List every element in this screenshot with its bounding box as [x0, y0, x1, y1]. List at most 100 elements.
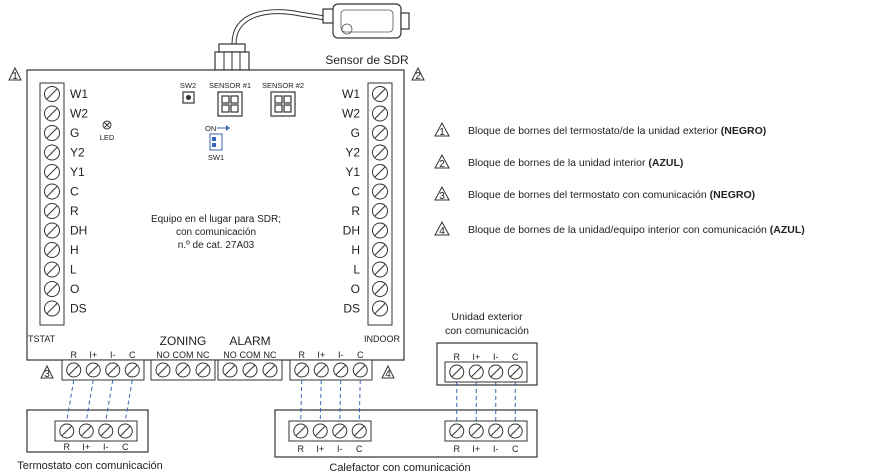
- legend-description: Bloque de bornes del termostato/de la un…: [468, 125, 721, 137]
- board-note-line-3: n.º de cat. 27A03: [178, 240, 255, 251]
- svg-text:2: 2: [415, 71, 421, 82]
- furnace-right-r: R: [454, 444, 461, 454]
- sw1-toggle-2: [212, 143, 216, 147]
- furnace-left-r: R: [298, 444, 305, 454]
- outdoor-iminus: I-: [493, 352, 499, 362]
- legend-description: Bloque de bornes de la unidad interior: [468, 157, 648, 169]
- indoor-terminal-g: G: [351, 126, 360, 140]
- tstat-terminal-l: L: [70, 263, 77, 277]
- screw-terminal-icon: [44, 144, 60, 161]
- screw-terminal-icon: [333, 362, 349, 378]
- screw-terminal-icon: [332, 423, 348, 439]
- furnace-left-iminus: I-: [337, 444, 343, 454]
- thermostat-label: Termostato con comunicación: [17, 460, 163, 472]
- sw1-label: SW1: [208, 153, 224, 162]
- indoor-screws: [372, 86, 388, 317]
- sw2-button-dot: [186, 95, 191, 100]
- screw-terminal-icon: [44, 300, 60, 317]
- tstat-terminal-y1: Y1: [70, 165, 85, 179]
- tstat-label: TSTAT: [28, 334, 56, 344]
- screw-terminal-icon: [372, 203, 388, 219]
- screw-terminal-icon: [372, 164, 388, 180]
- tstat-terminal-w2: W2: [70, 107, 88, 121]
- board-note-line-1: Equipo en el lugar para SDR;: [151, 214, 281, 225]
- legend-description: Bloque de bornes de la unidad/equipo int…: [468, 224, 770, 236]
- tstat-comm-iminus: I-: [110, 350, 116, 360]
- screw-terminal-icon: [507, 364, 523, 380]
- screw-terminal-icon: [507, 423, 523, 439]
- sdr-sensor: Sensor de SDR: [231, 3, 410, 67]
- tstat-comm-c: C: [129, 350, 136, 360]
- tstat-comm-iplus: I+: [89, 350, 97, 360]
- legend-text: Bloque de bornes del termostato/de la un…: [468, 125, 766, 137]
- outdoor-unit-label-2: con comunicación: [445, 325, 529, 337]
- screw-terminal-icon: [78, 423, 94, 439]
- svg-text:1: 1: [12, 71, 18, 82]
- screw-terminal-icon: [372, 125, 388, 141]
- sensor-cable-2: [235, 13, 326, 45]
- screw-terminal-icon: [44, 222, 60, 239]
- legend-text: Bloque de bornes de la unidad/equipo int…: [468, 224, 805, 236]
- screw-terminal-icon: [372, 86, 388, 102]
- screw-terminal-icon: [351, 423, 367, 439]
- indoor-comm-r: R: [299, 350, 306, 360]
- tstat-comm-r: R: [71, 350, 78, 360]
- indoor-comm-c: C: [357, 350, 364, 360]
- indoor-comm-iplus: I+: [317, 350, 325, 360]
- marker-1: 1: [8, 66, 22, 82]
- furnace-label: Calefactor con comunicación: [329, 462, 470, 474]
- screw-terminal-icon: [117, 423, 133, 439]
- screw-terminal-icon: [195, 362, 211, 378]
- tstat-screws: [44, 86, 60, 317]
- legend-text: Bloque de bornes de la unidad interior (…: [468, 157, 683, 169]
- tstat-terminal-r: R: [70, 204, 79, 218]
- screw-terminal-icon: [372, 144, 388, 161]
- marker-2: 2: [411, 66, 425, 82]
- tstat-terminal-c: C: [70, 185, 79, 199]
- outdoor-iplus: I+: [472, 352, 480, 362]
- sensor2-label: SENSOR #2: [262, 81, 304, 90]
- screw-terminal-icon: [44, 203, 60, 219]
- furnace-left-iplus: I+: [316, 444, 324, 454]
- indoor-terminal-y1: Y1: [345, 165, 360, 179]
- screw-terminal-icon: [372, 183, 388, 200]
- sensor-cable: [231, 9, 326, 45]
- legend-text: Bloque de bornes del termostato con comu…: [468, 189, 755, 201]
- triangle-marker-icon: [434, 153, 450, 169]
- screw-terminal-icon: [372, 242, 388, 258]
- thermostat-iminus: I-: [103, 442, 109, 452]
- thermostat-comm-strip: [61, 359, 145, 381]
- screw-terminal-icon: [98, 423, 114, 439]
- sensor-window: [340, 9, 394, 33]
- screw-terminal-icon: [468, 364, 484, 380]
- legend-marker-number: 4: [439, 226, 445, 237]
- legend-item-1: 1 Bloque de bornes del termostato/de la u…: [434, 121, 766, 138]
- triangle-marker-icon: [434, 121, 450, 137]
- furnace-right-iminus: I-: [493, 444, 499, 454]
- marker-3: 3: [40, 364, 54, 380]
- furnace-right-iplus: I+: [472, 444, 480, 454]
- legend-marker-number: 1: [439, 127, 445, 138]
- screw-terminal-icon: [66, 362, 82, 378]
- board-note-line-2: con comunicación: [176, 227, 256, 238]
- sensor-connector: [214, 43, 250, 71]
- tstat-terminal-h: H: [70, 243, 79, 257]
- zoning-com: COM: [173, 350, 194, 360]
- thermostat-r: R: [64, 442, 71, 452]
- arrow-right-icon: [217, 125, 230, 131]
- alarm-title: ALARM: [229, 334, 270, 348]
- screw-terminal-icon: [44, 86, 60, 102]
- sensor-body: [332, 3, 402, 39]
- screw-terminal-icon: [449, 364, 465, 380]
- screw-terminal-icon: [372, 222, 388, 239]
- furnace-strip-left: [288, 420, 372, 442]
- indoor-terminal-dh: DH: [343, 224, 360, 238]
- led-icon: [102, 120, 112, 130]
- sw1-switch[interactable]: [209, 133, 223, 151]
- indoor-terminal-l: L: [353, 263, 360, 277]
- screw-terminal-icon: [44, 261, 60, 278]
- indoor-comm-iminus: I-: [338, 350, 344, 360]
